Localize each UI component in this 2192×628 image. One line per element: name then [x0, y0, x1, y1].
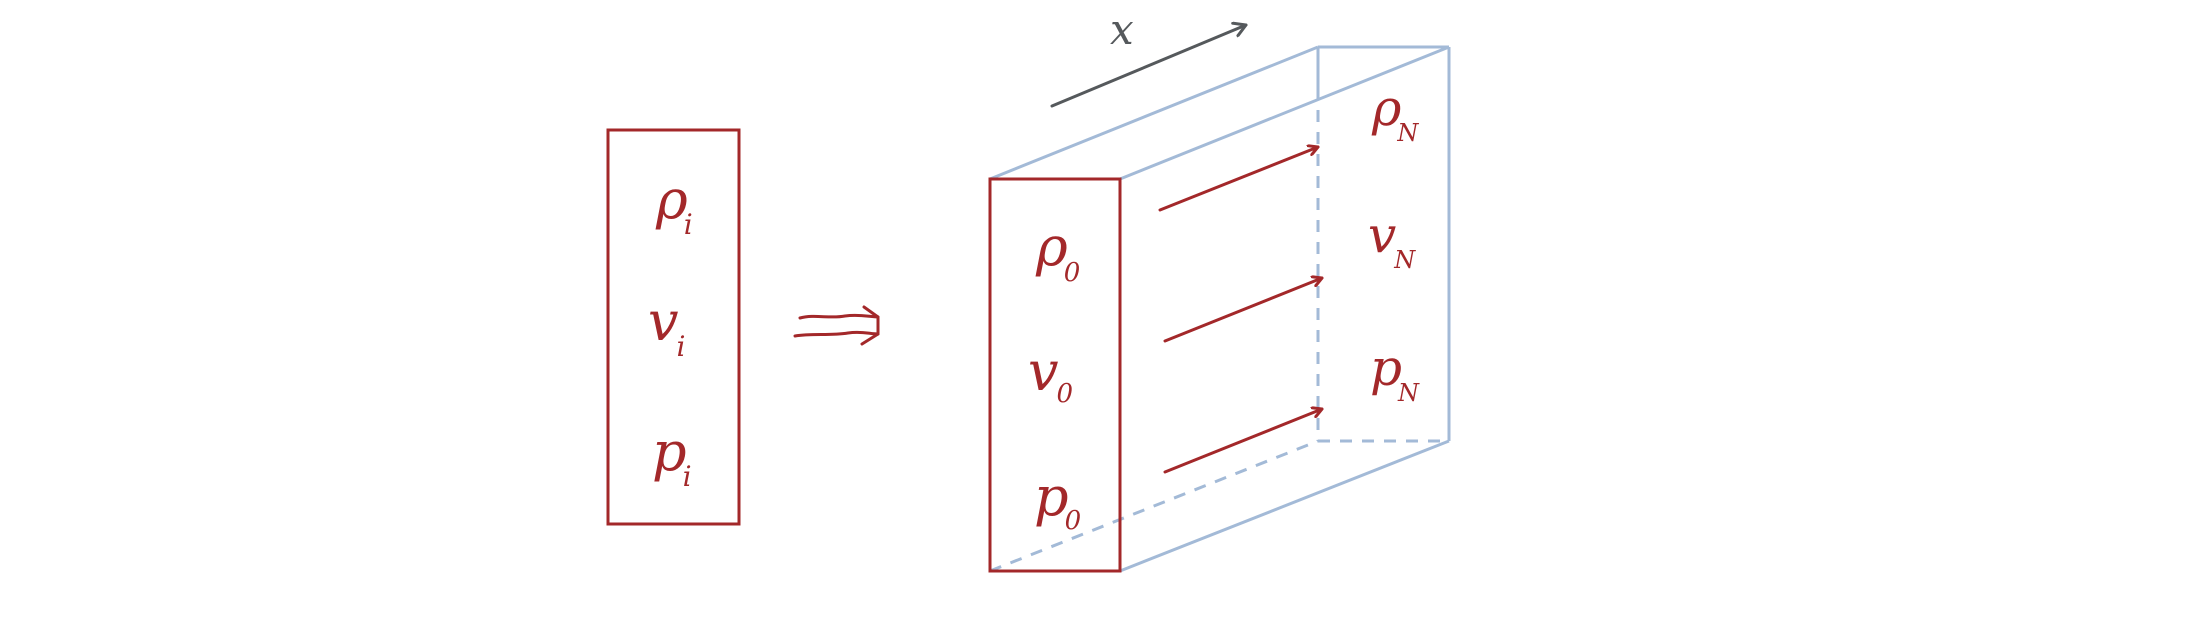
prism-bottom-left-hidden-edge: [989, 439, 1319, 573]
propagation-arrows: [1158, 147, 1324, 474]
back-var-p: pN: [1370, 339, 1420, 407]
prism-top-right-edge: [1119, 45, 1450, 181]
domain-prism: [989, 45, 1451, 573]
implies-arrow: [793, 305, 880, 346]
left-var-v: vi: [648, 290, 685, 363]
left-box-frame: [606, 128, 741, 526]
front-face-vars: ρ0 v0 p0: [1028, 215, 1081, 536]
front-var-v: v0: [1028, 340, 1073, 409]
back-var-rho: ρN: [1371, 79, 1419, 147]
left-var-p: pi: [652, 420, 692, 493]
x-axis-label: x: [1110, 5, 1134, 54]
front-var-rho: ρ0: [1035, 215, 1080, 288]
front-face-frame: [988, 177, 1122, 573]
left-state-box: ρi vi pi: [606, 128, 741, 526]
left-var-rho: ρi: [655, 168, 693, 241]
back-face-vars: ρN vN pN: [1368, 79, 1420, 407]
propagation-arrow-v: [1163, 278, 1324, 343]
x-axis: x: [1050, 5, 1248, 108]
back-var-v: vN: [1368, 206, 1416, 274]
propagation-arrow-p: [1163, 409, 1324, 474]
prism-bottom-right-edge: [1119, 439, 1450, 573]
x-axis-arrow: [1050, 25, 1248, 108]
front-var-p: p0: [1034, 465, 1081, 536]
propagation-arrow-rho: [1158, 147, 1320, 212]
prism-top-left-edge: [989, 45, 1319, 181]
